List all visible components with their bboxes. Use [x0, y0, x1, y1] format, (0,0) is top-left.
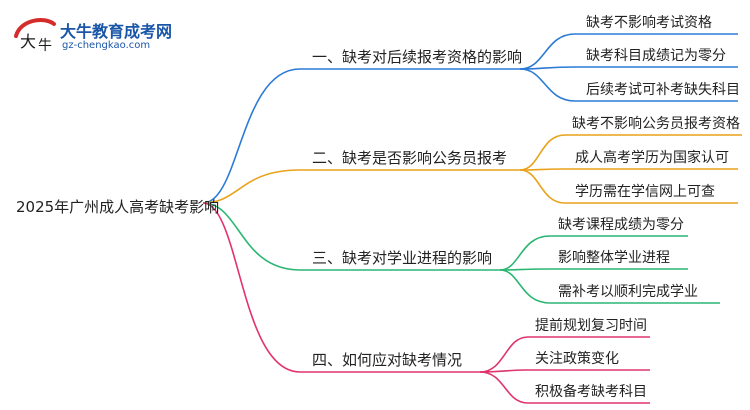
- logo-icon: 大 牛: [14, 18, 56, 54]
- branch-2-leaf-1: 影响整体学业进程: [558, 250, 670, 266]
- edge-b0-leaf-0: [519, 33, 738, 70]
- edge-b1-leaf-1: [519, 168, 738, 171]
- edge-root-branch-3: [202, 202, 480, 373]
- branch-1-leaf-2: 学历需在学信网上可查: [575, 184, 715, 200]
- edge-b1-leaf-2: [519, 169, 738, 204]
- branch-2-label: 三、缺考对学业进程的影响: [312, 249, 493, 267]
- branch-3-leaf-0: 提前规划复习时间: [535, 318, 647, 334]
- branch-3-leaf-1: 关注政策变化: [535, 351, 619, 367]
- branch-1-label: 二、缺考是否影响公务员报考: [312, 149, 508, 167]
- edge-b2-leaf-2: [499, 269, 720, 304]
- edge-b3-leaf-0: [479, 336, 650, 373]
- edge-root-branch-1: [202, 169, 520, 204]
- branch-1-leaf-0: 缺考不影响公务员报考资格: [572, 116, 740, 132]
- watermark-site-url: gz-chengkao.com: [62, 40, 151, 51]
- mindmap-root: 2025年广州成人高考缺考影响: [16, 198, 220, 216]
- edge-b2-leaf-0: [499, 235, 688, 271]
- branch-1-leaf-1: 成人高考学历为国家认可: [575, 150, 729, 166]
- branch-0-label: 一、缺考对后续报考资格的影响: [312, 48, 523, 66]
- edge-b0-leaf-2: [519, 68, 738, 102]
- branch-2-leaf-2: 需补考以顺利完成学业: [558, 284, 698, 300]
- branch-0-leaf-2: 后续考试可补考缺失科目: [586, 82, 740, 98]
- svg-text:大: 大: [20, 32, 36, 51]
- branch-3-leaf-2: 积极备考缺考科目: [535, 384, 647, 400]
- edge-root-branch-0: [202, 68, 520, 204]
- branch-3-label: 四、如何应对缺考情况: [312, 351, 463, 369]
- edge-root-branch-2: [202, 202, 500, 271]
- svg-text:牛: 牛: [38, 38, 52, 54]
- edge-b2-leaf-1: [499, 268, 688, 271]
- edge-b0-leaf-1: [519, 66, 738, 70]
- edge-b3-leaf-1: [479, 369, 650, 373]
- edge-b3-leaf-2: [479, 371, 650, 404]
- branch-2-leaf-0: 缺考课程成绩为零分: [558, 217, 684, 233]
- watermark-logo: 大 牛 大牛教育成考网 gz-chengkao.com: [14, 14, 204, 54]
- watermark-site-name: 大牛教育成考网: [60, 22, 173, 41]
- branch-0-leaf-0: 缺考不影响考试资格: [586, 15, 712, 31]
- branch-0-leaf-1: 缺考科目成绩记为零分: [586, 48, 726, 64]
- edge-b1-leaf-0: [519, 134, 742, 171]
